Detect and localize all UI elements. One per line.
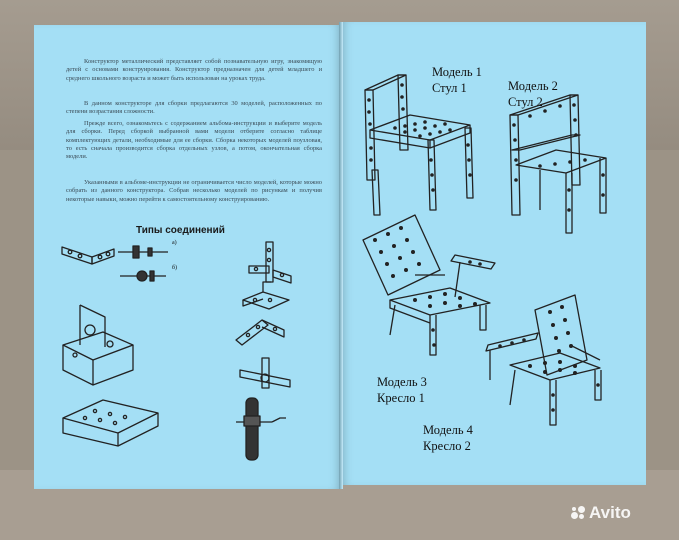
bolt-a-drawing — [118, 245, 168, 259]
intro-paragraph: Конструктор металлический представляет с… — [66, 58, 322, 82]
connection-corner-bracket-drawing — [242, 281, 290, 310]
connection-t-strip-drawing — [239, 357, 291, 389]
variant-b-label: б) — [172, 265, 178, 271]
model-2-name: Стул 2 — [508, 95, 543, 109]
booklet-spine — [339, 22, 343, 489]
model-4-name: Кресло 2 — [423, 439, 471, 453]
assembly-paragraph: Прежде всего, ознакомьтесь с содержанием… — [66, 120, 322, 161]
model-3-armchair-drawing — [362, 214, 496, 356]
model-1-name: Стул 1 — [432, 81, 467, 95]
model-3-name: Кресло 1 — [377, 391, 425, 405]
avito-logo-icon — [571, 506, 585, 520]
connection-box-frame-drawing — [62, 304, 134, 386]
model-1-chair-drawing — [364, 74, 474, 216]
connection-flat-strips-drawing — [61, 246, 115, 265]
model-2-number: Модель 2 — [508, 79, 558, 93]
creativity-paragraph: Указанными в альбоме-инструкции не огран… — [66, 179, 322, 203]
model-1-number: Модель 1 — [432, 65, 482, 79]
model-2-chair-drawing — [509, 94, 607, 234]
avito-watermark-text: Avito — [589, 503, 631, 522]
connection-l-strip-drawing — [248, 241, 292, 284]
right-page — [341, 22, 646, 485]
connection-angle-strips-drawing — [235, 319, 285, 346]
connection-plate-frame-drawing — [62, 399, 159, 447]
model-4-armchair-drawing — [485, 294, 602, 426]
avito-watermark: Avito — [571, 503, 631, 523]
model-4-number: Модель 4 — [423, 423, 473, 437]
connection-types-heading: Типы соединений — [136, 225, 225, 236]
connection-axle-drawing — [236, 397, 286, 461]
variant-a-label: а) — [172, 240, 177, 246]
model-3-number: Модель 3 — [377, 375, 427, 389]
left-page — [34, 25, 341, 489]
models-count-paragraph: В данном конструкторе для сборки предлаг… — [66, 100, 322, 116]
bolt-b-drawing — [120, 270, 166, 282]
